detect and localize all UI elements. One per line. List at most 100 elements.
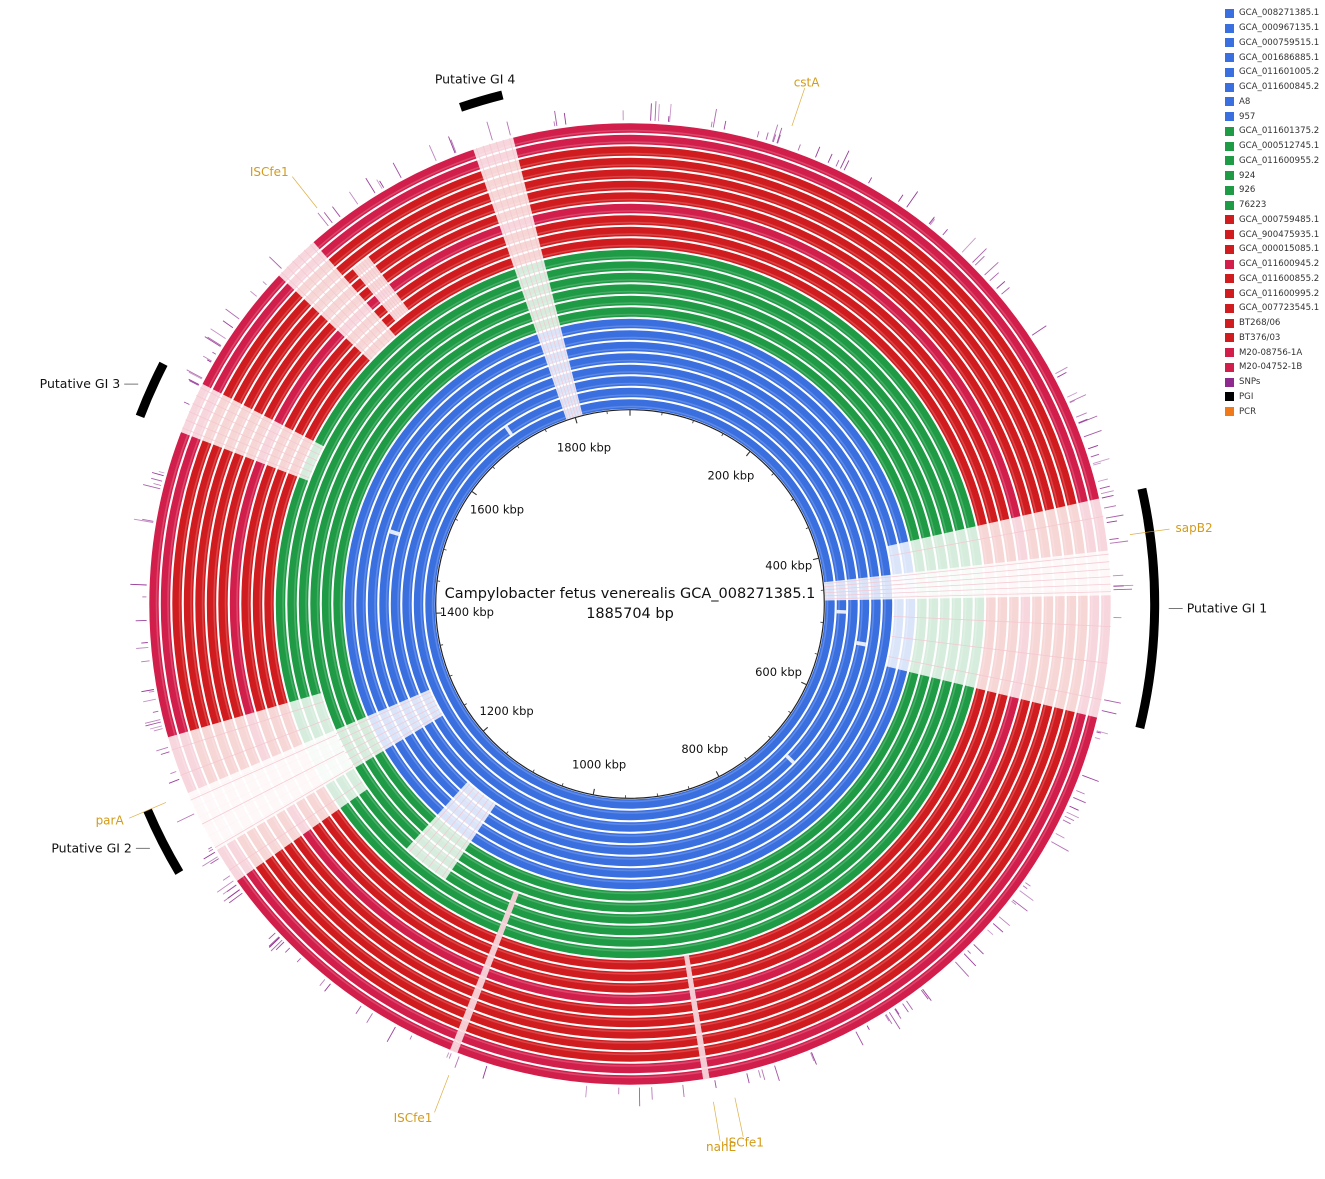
legend-label: GCA_000015085.1 (1239, 244, 1320, 255)
alignment-gap (823, 550, 1112, 601)
gap-stripe (441, 802, 494, 878)
snp-tick (774, 1065, 780, 1082)
legend-swatch (1225, 141, 1234, 151)
legend-swatch (1225, 171, 1234, 181)
axis-tick (561, 783, 564, 787)
legend-label: BT376/03 (1239, 332, 1281, 343)
snp-tick (186, 369, 203, 379)
ring-highlight (385, 359, 875, 849)
snp-tick (296, 957, 302, 963)
axis-tick (788, 710, 792, 714)
legend-swatch (1225, 200, 1234, 210)
snp-tick (714, 1080, 717, 1089)
snp-tick (839, 150, 850, 169)
snp-tick (1057, 372, 1067, 378)
snp-tick (275, 941, 285, 951)
snp-tick (1104, 699, 1121, 704)
snp-tick (920, 989, 929, 1000)
snp-tick (170, 771, 177, 775)
snp-tick (133, 518, 154, 523)
gap-stripe (180, 718, 330, 776)
snp-tick (1104, 505, 1117, 509)
gene-label: sapB2 (1176, 521, 1213, 535)
snp-tick (1055, 366, 1068, 375)
legend-label: GCA_011600855.2 (1239, 273, 1320, 284)
axis-tick (574, 417, 578, 424)
legend-swatch (1225, 303, 1234, 313)
snp-tick (992, 923, 1004, 933)
legend-swatch (1225, 348, 1234, 358)
snp-tick (1101, 494, 1114, 499)
snp-tick (1087, 444, 1099, 450)
snp-tick (723, 120, 727, 130)
gap-stripe (509, 137, 582, 416)
snp-tick (365, 177, 376, 194)
snp-tick (141, 660, 150, 663)
snp-tick (961, 237, 976, 253)
alignment-gap (180, 383, 324, 481)
axis-tick-label: 1000 kbp (572, 757, 626, 771)
snp-tick (1083, 429, 1102, 438)
snp-tick (1101, 710, 1117, 715)
legend-item: SNPs (1225, 375, 1323, 390)
legend-swatch (1225, 333, 1234, 343)
axis-tick (471, 490, 477, 496)
snp-tick (902, 1003, 909, 1013)
alignment-gap (504, 425, 513, 436)
ring-highlight (420, 394, 840, 814)
gap-stripe (292, 260, 381, 351)
snp-tick (810, 1052, 815, 1062)
axis-tick (805, 527, 809, 530)
axis-tick-label: 1800 kbp (557, 440, 611, 454)
axis-tick-label: 1200 kbp (480, 704, 534, 718)
gap-stripe (428, 795, 485, 868)
island-label: Putative GI 3 (40, 376, 121, 391)
snp-tick (973, 944, 984, 955)
gene-leader-line (292, 176, 318, 209)
snp-tick (553, 121, 556, 127)
legend-item: GCA_011600995.2 (1225, 286, 1323, 301)
axis-tick (449, 674, 453, 677)
axis-tick (744, 756, 747, 760)
ring-highlight (270, 244, 990, 964)
axis-tick (715, 771, 720, 777)
gene-leader-line (734, 1097, 744, 1137)
snp-tick (777, 134, 781, 144)
ring-highlight (408, 382, 852, 826)
alignment-gap (352, 256, 410, 322)
snp-tick (355, 1005, 362, 1015)
legend-item: GCA_011600945.2 (1225, 257, 1323, 272)
legend-swatch (1225, 38, 1234, 48)
legend-label: GCA_011600845.2 (1239, 82, 1320, 93)
legend-swatch (1225, 274, 1234, 284)
snp-tick (188, 371, 203, 380)
snp-tick (448, 1053, 452, 1059)
snp-tick (144, 719, 161, 724)
gap-stripe (684, 955, 706, 1080)
snp-tick (1066, 811, 1079, 819)
snp-tick (884, 1014, 890, 1022)
gap-stripe (185, 419, 313, 473)
legend-item: M20-04752-1B (1225, 360, 1323, 375)
snp-tick (972, 248, 987, 263)
snp-tick (1025, 882, 1031, 887)
alignment-gap (785, 754, 795, 764)
gap-stripe (476, 147, 569, 420)
legend-item: GCA_008271385.1 (1225, 6, 1323, 21)
snp-tick (222, 320, 234, 329)
legend-label: 957 (1239, 111, 1256, 122)
snp-tick (206, 359, 212, 363)
legend-swatch (1225, 23, 1234, 33)
snp-tick (1096, 731, 1102, 734)
snp-tick (223, 889, 240, 902)
gap-stripe (196, 395, 320, 456)
legend-item: GCA_011600855.2 (1225, 272, 1323, 287)
axis-tick-label: 1600 kbp (470, 502, 524, 516)
gene-label: ISCfe1 (394, 1111, 433, 1125)
legend-swatch (1225, 82, 1234, 92)
snp-tick (1109, 540, 1129, 544)
center-title: Campylobacter fetus venerealis GCA_00827… (445, 586, 816, 602)
legend-item: BT376/03 (1225, 331, 1323, 346)
snp-tick (987, 929, 994, 936)
island-label: Putative GI 1 (1187, 601, 1268, 616)
